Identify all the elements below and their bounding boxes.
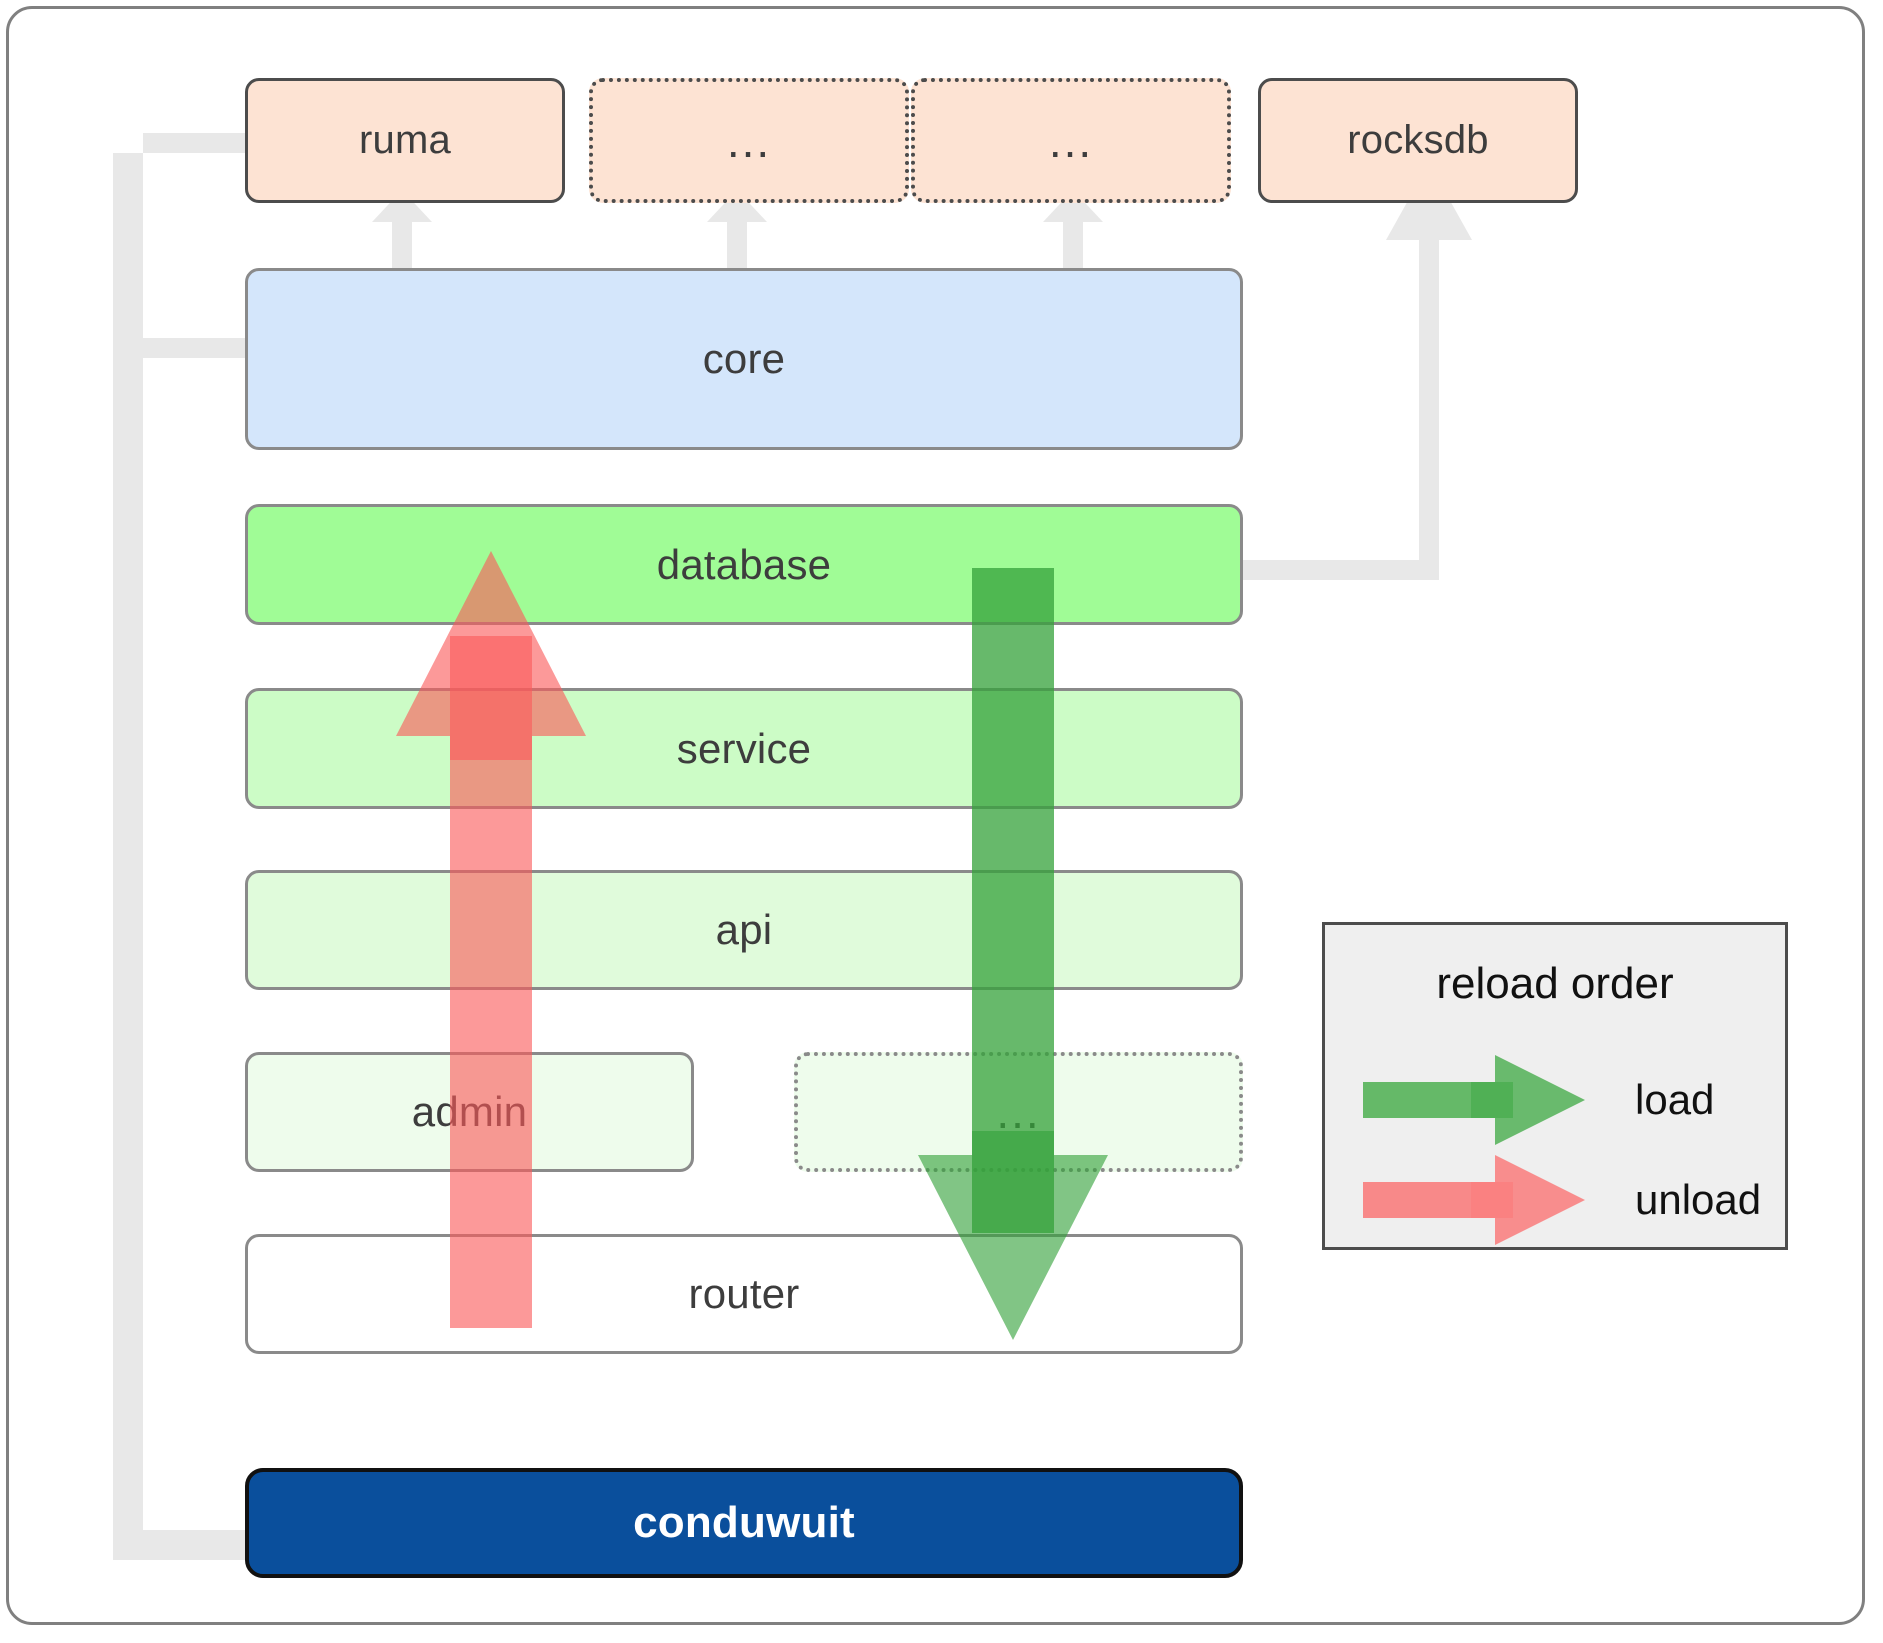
connector-core-to-ruma — [372, 190, 432, 268]
node-core-label: core — [702, 335, 786, 382]
connector-core-to-dep3 — [1043, 190, 1103, 268]
node-layer-extra-label: ... — [996, 1086, 1041, 1138]
node-database-label: database — [656, 540, 832, 588]
node-database[interactable]: database — [245, 504, 1243, 625]
node-router-label: router — [688, 1270, 800, 1317]
node-dep-2-label: ... — [726, 114, 772, 167]
legend-label-load: load — [1635, 1076, 1715, 1123]
node-conduwuit[interactable]: conduwuit — [245, 1468, 1243, 1578]
node-api[interactable]: api — [245, 870, 1243, 990]
connector-database-to-rocksdb — [1243, 163, 1472, 580]
node-dep-2[interactable]: ... — [589, 78, 909, 203]
node-core[interactable]: core — [245, 268, 1243, 450]
node-rocksdb-label: rocksdb — [1347, 118, 1489, 162]
connector-core-to-dep2 — [707, 190, 767, 268]
legend-row-unload: unload — [1325, 1155, 1785, 1245]
node-rocksdb[interactable]: rocksdb — [1258, 78, 1578, 203]
legend-panel: reload order load unload — [1322, 922, 1788, 1250]
legend-label-unload: unload — [1635, 1176, 1762, 1223]
legend-row-load: load — [1325, 1055, 1785, 1145]
node-ruma-label: ruma — [359, 118, 451, 162]
node-service-label: service — [676, 724, 812, 772]
node-layer-extra[interactable]: ... — [794, 1052, 1243, 1172]
node-api-label: api — [715, 906, 773, 953]
node-router[interactable]: router — [245, 1234, 1243, 1354]
node-ruma[interactable]: ruma — [245, 78, 565, 203]
unload-arrow-icon — [1363, 1155, 1593, 1245]
node-dep-3-label: ... — [1048, 114, 1094, 167]
node-admin[interactable]: admin — [245, 1052, 694, 1172]
load-arrow-icon — [1363, 1055, 1593, 1145]
node-service[interactable]: service — [245, 688, 1243, 809]
node-dep-3[interactable]: ... — [911, 78, 1231, 203]
outer-frame — [6, 6, 1865, 1625]
node-admin-label: admin — [411, 1088, 528, 1135]
node-conduwuit-label: conduwuit — [633, 1498, 855, 1547]
legend-title: reload order — [1436, 959, 1674, 1008]
